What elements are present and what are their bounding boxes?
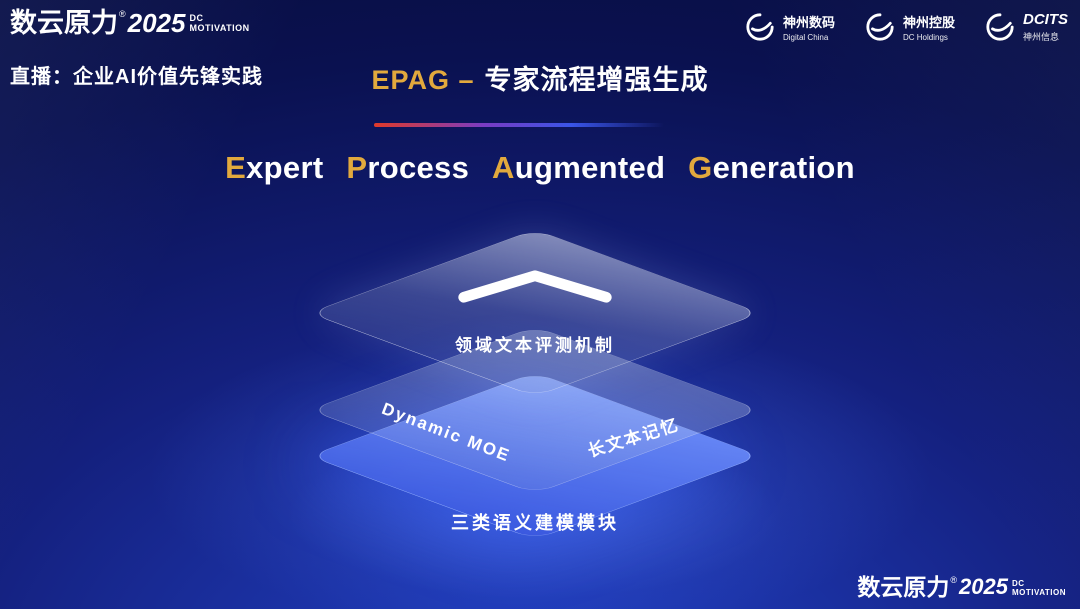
brand-subtitle: DC MOTIVATION: [189, 13, 250, 33]
bottom-layer-label: 三类语义建模模块: [451, 513, 619, 533]
top-layer-label: 领域文本评测机制: [455, 336, 615, 355]
live-stream-label: 直播：企业AI价值先锋实践: [10, 66, 263, 88]
swoosh-logo-icon: [985, 12, 1015, 42]
slide-title-acronym: EPAG –: [371, 65, 475, 95]
hero-title: Expert Process Augmented Generation: [0, 150, 1080, 186]
title-gradient-divider: [374, 123, 664, 127]
brand-year: 2025: [959, 574, 1008, 599]
hero-word: Process: [346, 150, 470, 185]
brand-wordmark: 数云原力: [10, 8, 118, 38]
partner-name: 神州控股: [902, 15, 955, 30]
logo-digital-china: 神州数码 Digital China: [745, 12, 835, 42]
registered-mark: ®: [950, 575, 958, 585]
brand-year: 2025: [127, 8, 186, 38]
partner-logos: 神州数码 Digital China 神州控股 DC Holdings DCIT…: [745, 11, 1068, 43]
brand-logo-footer: 数云原力 ® 2025 DC MOTIVATION: [857, 576, 1066, 599]
brand-logo-header: 数云原力 ® 2025 DC MOTIVATION: [10, 10, 250, 37]
chevron-up-icon: [458, 270, 612, 303]
diagram-layer-top: [308, 229, 762, 397]
logo-dcits: DCITS 神州信息: [985, 11, 1068, 43]
hero-word: Generation: [688, 150, 855, 185]
partner-subtitle: Digital China: [782, 33, 829, 42]
partner-name: DCITS: [1023, 11, 1068, 28]
slide-title-chinese: 专家流程增强生成: [484, 65, 709, 95]
partner-subtitle: 神州信息: [1023, 32, 1060, 42]
hero-word: Expert: [225, 150, 324, 185]
swoosh-logo-icon: [745, 12, 775, 42]
swoosh-logo-icon: [865, 12, 895, 42]
brand-wordmark: 数云原力: [857, 574, 950, 600]
hero-word: Augmented: [492, 150, 666, 185]
registered-mark: ®: [119, 9, 126, 19]
brand-subtitle: DC MOTIVATION: [1011, 579, 1066, 597]
logo-dc-holdings: 神州控股 DC Holdings: [865, 12, 955, 42]
slide-title: EPAG – 专家流程增强生成: [0, 58, 1080, 97]
partner-subtitle: DC Holdings: [902, 33, 948, 42]
partner-name: 神州数码: [782, 15, 835, 30]
